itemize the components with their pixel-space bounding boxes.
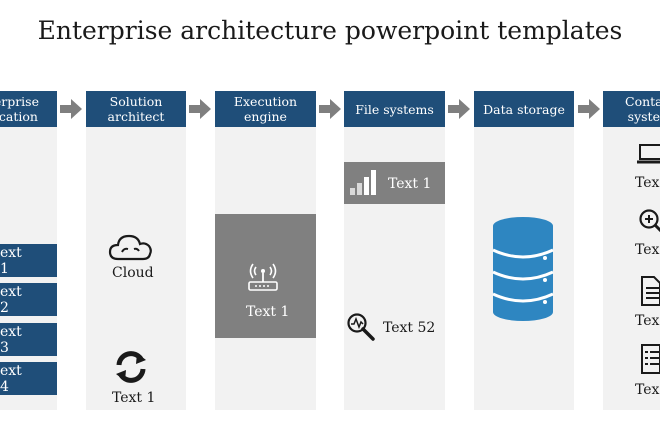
container-item-1: Tex [635,175,660,191]
list-item-2: ext 2 [0,283,57,316]
container-item-2: Tex [635,242,660,258]
slide-title: Enterprise architecture powerpoint templ… [37,16,623,45]
list-document-icon [641,344,660,374]
container-item-4: Tex [635,382,660,398]
list-item-1: ext 1 [0,244,57,277]
list-item-4: ext 4 [0,362,57,395]
sync-icon [116,351,146,383]
header-6-line2: syste [627,109,660,124]
header-2-line2: architect [107,109,165,124]
gray-box [215,214,316,338]
zoom-in-icon [639,209,660,232]
column-header-4: File systems [344,91,445,127]
cloud-label: Cloud [112,265,154,281]
laptop-icon [637,144,660,164]
container-item-3: Tex [635,313,660,329]
arrow-right-icon [448,99,470,119]
header-6-line1: Conta [625,94,660,109]
signal-box-label: Text 1 [388,176,432,192]
header-1-line1: erprise [0,94,39,109]
document-icon [641,276,660,306]
list-item-4-label: ext 4 [0,362,22,395]
column-bg-4 [344,92,445,410]
list-item-1-label: ext 1 [0,244,22,277]
cloud-icon [108,234,152,261]
header-3-line2: engine [244,109,287,124]
sync-label: Text 1 [112,390,156,406]
column-header-5: Data storage [474,91,574,127]
list-item-2-label: ext 2 [0,283,22,316]
router-icon [248,263,278,291]
list-item-3-label: ext 3 [0,323,22,356]
search-label: Text 52 [383,320,436,336]
arrow-right-icon [319,99,341,119]
database-icon [492,217,554,321]
column-header-1: erpriseication [0,91,57,127]
header-1-line2: ication [0,109,38,124]
header-5-line1: Data storage [483,101,565,117]
header-4-line1: File systems [355,101,434,117]
arrow-right-icon [578,99,600,119]
gray-box-label: Text 1 [246,304,290,320]
signal-bars-icon [350,170,376,195]
arrow-right-icon [189,99,211,119]
list-item-3: ext 3 [0,323,57,356]
header-2-line1: Solution [109,94,163,109]
search-analytics-icon [347,313,375,341]
arrow-right-icon [60,99,82,119]
header-3-line1: Execution [233,94,298,109]
